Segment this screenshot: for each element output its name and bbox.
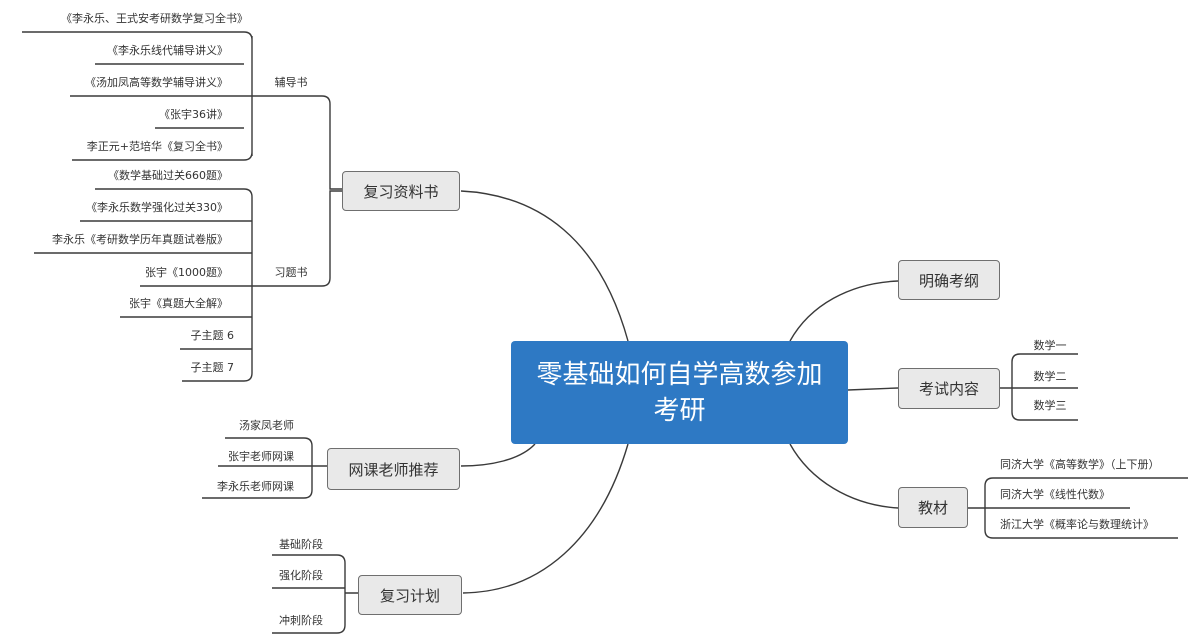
exercise-item[interactable]: 《李永乐数学强化过关330》 — [86, 201, 228, 214]
exercise-item[interactable]: 张宇《1000题》 — [145, 266, 228, 279]
content-item[interactable]: 数学三 — [1033, 399, 1067, 412]
link-textbook-items — [968, 477, 1188, 539]
branch-plan[interactable]: 复习计划 — [358, 575, 462, 615]
subgroup-tutoring[interactable]: 辅导书 — [274, 76, 308, 89]
exercise-item[interactable]: 《数学基础过关660题》 — [108, 169, 228, 182]
link-content-items — [999, 353, 1078, 421]
link-central-teachers — [460, 443, 536, 467]
tutoring-item[interactable]: 李正元+范培华《复习全书》 — [86, 140, 228, 153]
content-item[interactable]: 数学一 — [1033, 339, 1067, 352]
textbook-item[interactable]: 同济大学《线性代数》 — [1000, 488, 1110, 501]
textbook-item[interactable]: 同济大学《高等数学》（上下册） — [1000, 458, 1160, 471]
exercise-item[interactable]: 李永乐《考研数学历年真题试卷版》 — [52, 233, 228, 246]
tutoring-item[interactable]: 《张宇36讲》 — [159, 108, 228, 121]
teacher-item[interactable]: 汤家凤老师 — [239, 419, 294, 432]
link-central-textbooks — [789, 443, 899, 509]
tutoring-item[interactable]: 《汤加凤高等数学辅导讲义》 — [85, 76, 228, 89]
link-plan-items — [272, 554, 358, 634]
textbook-item[interactable]: 浙江大学《概率论与数理统计》 — [1000, 518, 1154, 531]
link-books-exercises — [252, 190, 342, 287]
central-topic[interactable]: 零基础如何自学高数参加考研 — [511, 341, 848, 444]
content-item[interactable]: 数学二 — [1033, 370, 1067, 383]
teacher-item[interactable]: 张宇老师网课 — [228, 450, 294, 463]
plan-item[interactable]: 冲刺阶段 — [279, 614, 323, 627]
subgroup-exercises[interactable]: 习题书 — [274, 266, 308, 279]
plan-item[interactable]: 基础阶段 — [279, 538, 323, 551]
tutoring-item[interactable]: 《李永乐线代辅导讲义》 — [107, 44, 228, 57]
link-tutoring-items — [22, 31, 253, 161]
branch-textbooks[interactable]: 教材 — [898, 487, 968, 528]
exercise-item[interactable]: 子主题 6 — [190, 329, 235, 342]
plan-item[interactable]: 强化阶段 — [279, 569, 323, 582]
link-teachers-items — [202, 437, 327, 499]
tutoring-item[interactable]: 《李永乐、王式安考研数学复习全书》 — [61, 12, 248, 25]
link-central-content — [847, 387, 899, 391]
teacher-item[interactable]: 李永乐老师网课 — [217, 480, 294, 493]
branch-teachers[interactable]: 网课老师推荐 — [327, 448, 460, 490]
link-central-plan — [462, 443, 629, 594]
branch-books[interactable]: 复习资料书 — [342, 171, 460, 211]
link-central-outline — [789, 280, 899, 342]
exercise-item[interactable]: 张宇《真题大全解》 — [129, 297, 228, 310]
exercise-item[interactable]: 子主题 7 — [190, 361, 235, 374]
link-books-tutoring — [252, 95, 342, 190]
branch-content[interactable]: 考试内容 — [898, 368, 1000, 409]
branch-outline[interactable]: 明确考纲 — [898, 260, 1000, 300]
link-exercises-items — [34, 188, 253, 382]
link-central-books — [460, 190, 629, 342]
